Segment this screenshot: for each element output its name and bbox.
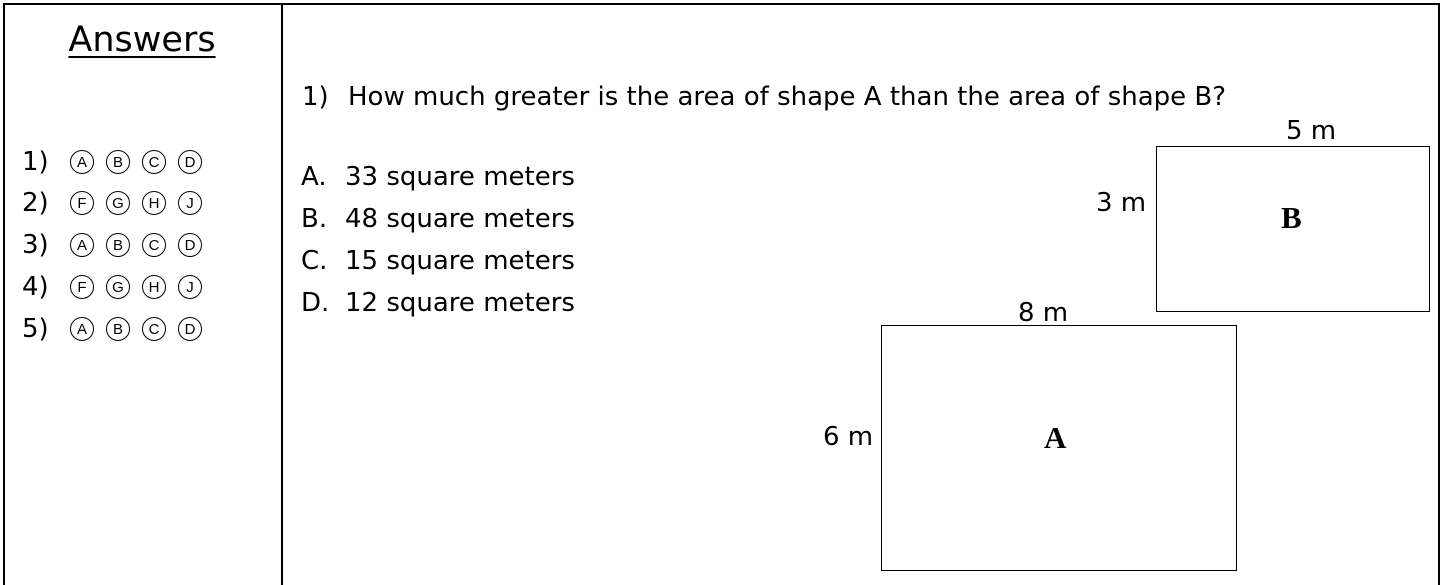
answer-number: 3): [22, 230, 49, 260]
answer-bubble[interactable]: C: [142, 150, 166, 174]
shape-b-rectangle: [1156, 146, 1430, 312]
choice-letter: A.: [301, 162, 327, 192]
shape-a-width-label: 8 m: [1018, 298, 1069, 328]
answer-bubble[interactable]: G: [106, 275, 130, 299]
answer-bubble[interactable]: F: [70, 275, 94, 299]
answer-bubble[interactable]: J: [178, 191, 202, 215]
answer-bubble[interactable]: F: [70, 191, 94, 215]
answer-bubble[interactable]: C: [142, 317, 166, 341]
answer-bubble[interactable]: D: [178, 233, 202, 257]
shape-a-height-label: 6 m: [823, 422, 874, 452]
answer-bubble[interactable]: C: [142, 233, 166, 257]
answer-row-5: 5) A B C D: [22, 312, 214, 346]
shape-b-height-label: 3 m: [1096, 188, 1147, 218]
worksheet-frame: [3, 3, 1440, 585]
shape-a-label: A: [1044, 420, 1067, 455]
answer-bubble[interactable]: H: [142, 191, 166, 215]
answer-bubble[interactable]: G: [106, 191, 130, 215]
answer-bubble[interactable]: H: [142, 275, 166, 299]
answer-row-3: 3) A B C D: [22, 228, 214, 262]
choice-d: D. 12 square meters: [301, 288, 575, 318]
answer-bubble[interactable]: D: [178, 150, 202, 174]
question-prompt: How much greater is the area of shape A …: [348, 82, 1227, 112]
shape-b-width-label: 5 m: [1286, 116, 1337, 146]
choice-text: 15 square meters: [345, 246, 575, 276]
answer-bubble[interactable]: A: [70, 317, 94, 341]
answer-bubble[interactable]: A: [70, 150, 94, 174]
answer-bubble[interactable]: J: [178, 275, 202, 299]
choice-text: 33 square meters: [345, 162, 575, 192]
choice-c: C. 15 square meters: [301, 246, 575, 276]
answer-bubble[interactable]: B: [106, 150, 130, 174]
answer-number: 2): [22, 188, 49, 218]
column-divider: [281, 3, 283, 585]
choice-b: B. 48 square meters: [301, 204, 575, 234]
question-number: 1): [302, 82, 329, 112]
answer-row-4: 4) F G H J: [22, 270, 214, 304]
choice-letter: B.: [301, 204, 328, 234]
shape-a-rectangle: [881, 325, 1237, 571]
choice-text: 12 square meters: [345, 288, 575, 318]
answer-row-2: 2) F G H J: [22, 186, 214, 220]
answer-bubble[interactable]: D: [178, 317, 202, 341]
answers-title: Answers: [68, 20, 216, 60]
answer-number: 1): [22, 147, 49, 177]
choice-a: A. 33 square meters: [301, 162, 575, 192]
question-text: 1) How much greater is the area of shape …: [302, 82, 1226, 112]
answer-bubble[interactable]: B: [106, 233, 130, 257]
answer-number: 4): [22, 272, 49, 302]
choice-text: 48 square meters: [345, 204, 575, 234]
answer-row-1: 1) A B C D: [22, 145, 214, 179]
choice-letter: D.: [301, 288, 330, 318]
answer-number: 5): [22, 314, 49, 344]
shape-b-label: B: [1281, 200, 1302, 235]
answer-bubble[interactable]: A: [70, 233, 94, 257]
answer-bubble[interactable]: B: [106, 317, 130, 341]
choice-letter: C.: [301, 246, 328, 276]
